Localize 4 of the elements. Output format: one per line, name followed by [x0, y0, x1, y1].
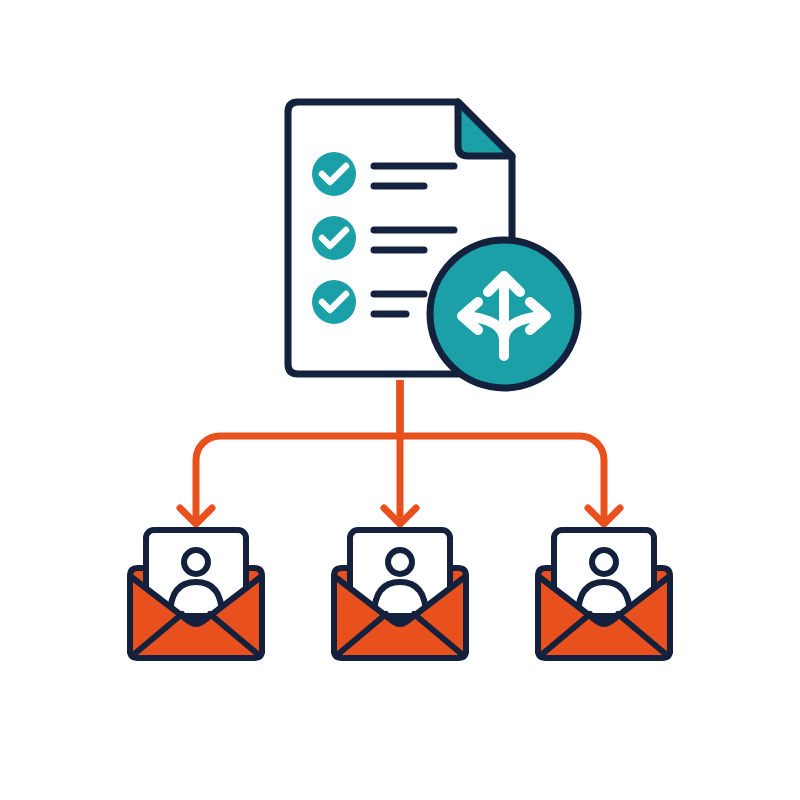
envelope-with-card-picture [328, 524, 472, 664]
arrow [396, 380, 624, 528]
envelope-with-card-picture [532, 524, 676, 664]
envelope-with-card-picture [124, 524, 268, 664]
